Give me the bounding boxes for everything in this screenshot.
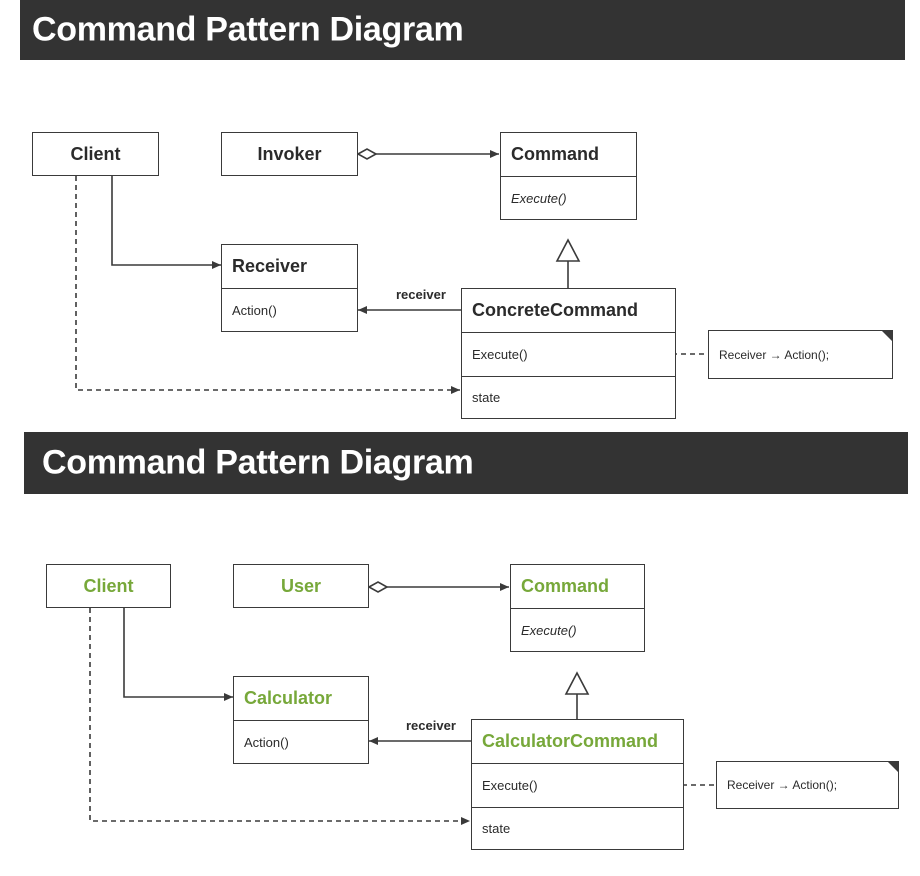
d2-inheritance-triangle — [564, 671, 590, 695]
diagram1-title-banner: Command Pattern Diagram — [20, 0, 905, 60]
d1-client-state-dependency — [75, 176, 460, 394]
d2-command-operation: Execute() — [511, 608, 644, 651]
d1-client-box: Client — [32, 132, 159, 176]
d1-invoker-box: Invoker — [221, 132, 358, 176]
d2-note-text: Receiver → Action(); — [727, 778, 838, 792]
d2-client-label: Client — [83, 575, 134, 596]
d1-client-receiver-link — [111, 176, 221, 269]
d2-client-calculator-link — [123, 608, 233, 701]
d2-calculator-command-label: CalculatorCommand — [482, 731, 659, 751]
d1-aggregation-diamond — [356, 148, 378, 160]
d1-command-box: Command Execute() — [500, 132, 637, 220]
d1-inheritance-triangle — [555, 238, 581, 262]
diagram1-title: Command Pattern Diagram — [32, 10, 464, 49]
d1-note-fold-icon — [881, 330, 893, 342]
d2-calculator-label: Calculator — [244, 688, 333, 708]
d2-association-label: receiver — [406, 718, 456, 733]
d1-command-operation: Execute() — [501, 176, 636, 219]
d2-user-box: User — [233, 564, 369, 608]
d2-command-box: Command Execute() — [510, 564, 645, 652]
diagram2-title-banner: Command Pattern Diagram — [24, 432, 908, 494]
d2-command-label: Command — [521, 576, 610, 596]
d2-calculator-box: Calculator Action() — [233, 676, 369, 764]
d1-receiver-box: Receiver Action() — [221, 244, 358, 332]
d2-calculator-command-box: CalculatorCommand Execute() state — [471, 719, 684, 850]
diagram2-title: Command Pattern Diagram — [42, 443, 474, 482]
d2-note-fold-icon — [887, 761, 899, 773]
d1-note-text: Receiver → Action(); — [719, 347, 830, 362]
d2-client-box: Client — [46, 564, 171, 608]
d1-command-label: Command — [511, 144, 600, 164]
d1-client-label: Client — [70, 143, 121, 164]
d2-aggregation-diamond — [367, 581, 389, 593]
d1-concrete-command-field: state — [462, 376, 675, 418]
d1-receiver-label: Receiver — [232, 256, 308, 276]
d1-concrete-command-operation: Execute() — [462, 332, 675, 376]
d1-concrete-command-box: ConcreteCommand Execute() state — [461, 288, 676, 419]
d2-calculator-command-operation: Execute() — [472, 763, 683, 807]
d1-note: Receiver → Action(); — [708, 330, 893, 379]
d1-association-label: receiver — [396, 287, 446, 302]
d2-calculator-operation: Action() — [234, 720, 368, 763]
d1-concrete-command-label: ConcreteCommand — [472, 300, 639, 320]
d1-invoker-label: Invoker — [257, 143, 322, 164]
d2-calculator-command-field: state — [472, 807, 683, 849]
d2-note: Receiver → Action(); — [716, 761, 899, 809]
d2-user-label: User — [280, 575, 322, 596]
d1-receiver-operation: Action() — [222, 288, 357, 331]
